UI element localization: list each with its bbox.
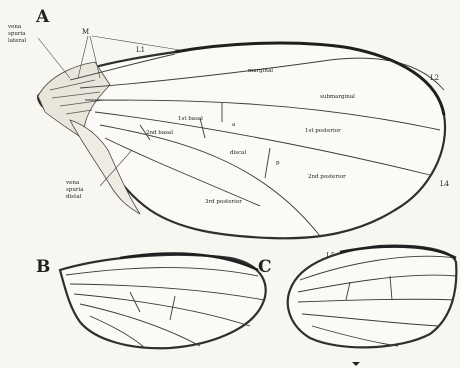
cell-submarginal: submarginal [320,94,355,100]
cell-first-posterior: 1st posterior [305,128,341,134]
svg-text:spuria: spuria [8,31,26,37]
svg-text:vena: vena [7,24,22,30]
panel-label-b: B [36,257,50,277]
cell-discal: discal [230,150,246,156]
svg-text:distal: distal [66,194,82,200]
cell-marginal: marginal [248,68,273,74]
label-l2: L2 [430,74,439,82]
svg-text:spuria: spuria [66,187,84,193]
wing-b [60,254,266,349]
annotation-vena-spuria-lateral: vena spuria lateral [7,24,70,78]
wing-b-outline [60,255,266,348]
cell-p: p [276,160,280,166]
wing-a [38,43,445,238]
cell-third-posterior: 3rd posterior [205,199,242,205]
wing-c [288,246,457,348]
svg-text:vena: vena [65,180,80,186]
cell-second-posterior: 2nd posterior [308,174,346,180]
bottom-mark [352,362,360,366]
label-l4: L4 [440,180,450,188]
cell-second-basal: 2nd basal [146,130,173,136]
svg-text:lateral: lateral [8,38,26,44]
label-l1: L1 [136,46,145,54]
cell-first-basal: 1st basal [178,116,203,122]
label-m: M [82,28,89,36]
panel-label-a: A [35,7,50,27]
